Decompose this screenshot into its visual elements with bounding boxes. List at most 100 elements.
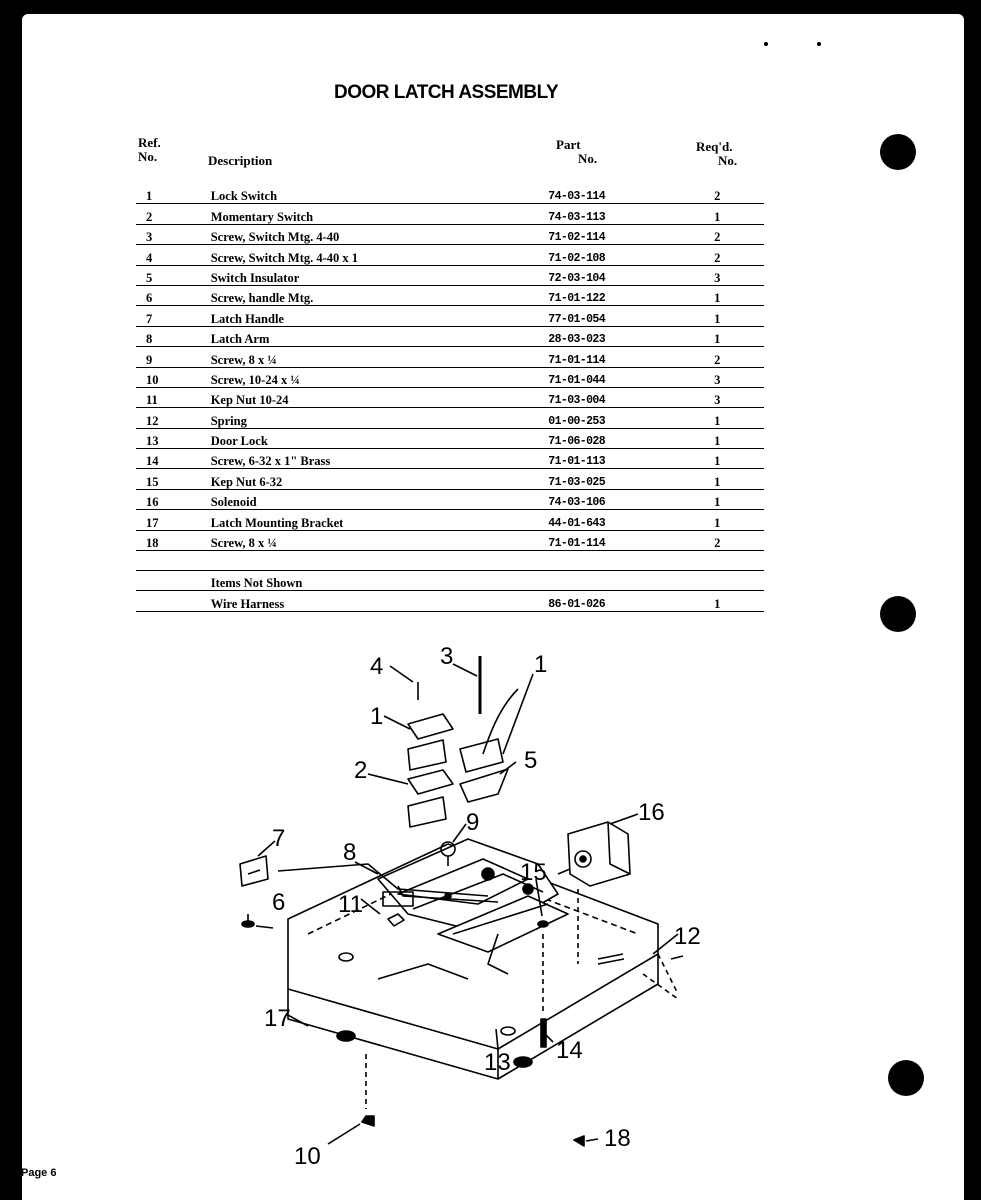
quantity-cell: 1 <box>678 489 764 511</box>
callout-1: 1 <box>370 703 383 730</box>
part-number-cell: 71-06-028 <box>518 428 679 450</box>
quantity-cell: 2 <box>678 346 764 368</box>
latch-arm <box>277 863 499 903</box>
description-cell: Screw, 10-24 x ¼ <box>210 367 519 388</box>
description-cell: Screw, Switch Mtg. 4-40 x 1 <box>210 244 519 266</box>
ref-cell: 3 <box>136 224 211 246</box>
callout-7: 7 <box>272 825 285 852</box>
ref-cell: 10 <box>136 367 211 388</box>
quantity-cell: 3 <box>678 367 764 388</box>
door-lock-mechanism <box>377 838 569 980</box>
speck <box>764 42 768 46</box>
part-number-cell: 72-03-104 <box>518 265 679 286</box>
ref-cell: 1 <box>136 184 211 205</box>
quantity-cell: 1 <box>678 448 764 470</box>
part-header-line1: Part <box>556 137 581 152</box>
latch-handle <box>239 855 269 887</box>
reqd-header: Req'd. No. <box>696 140 737 168</box>
ref-cell: 16 <box>136 489 211 511</box>
callout-3: 3 <box>440 643 453 670</box>
exploded-view-diagram: 4 3 1 1 2 5 9 16 7 8 15 11 6 12 17 13 14… <box>239 643 701 1170</box>
callout-15: 15 <box>520 859 547 886</box>
quantity-cell: 1 <box>678 590 764 612</box>
ref-cell: 5 <box>136 265 211 286</box>
page-title: DOOR LATCH ASSEMBLY <box>334 82 559 103</box>
quantity-cell: 2 <box>678 244 764 266</box>
quantity-cell: 1 <box>678 428 764 450</box>
ref-cell <box>136 550 211 572</box>
callout-10: 10 <box>294 1143 321 1170</box>
ref-cell: 6 <box>136 285 211 307</box>
description-cell: Latch Arm <box>210 326 519 348</box>
binder-hole <box>880 596 916 632</box>
items-not-shown-row: Items Not Shown <box>136 570 764 592</box>
solenoid <box>557 821 631 964</box>
callout-4: 4 <box>370 653 383 680</box>
ref-header-line1: Ref. <box>138 135 161 150</box>
description-cell: Screw, handle Mtg. <box>210 285 519 307</box>
part-number-cell: 71-02-108 <box>518 244 679 266</box>
reqd-header-line1: Req'd. <box>696 139 733 154</box>
quantity-cell <box>678 570 764 592</box>
ref-cell: 2 <box>136 203 211 225</box>
description-cell: Kep Nut 6-32 <box>210 468 519 490</box>
description-cell: Latch Mounting Bracket <box>210 509 519 531</box>
description-cell: Screw, 8 x ¼ <box>210 346 519 368</box>
part-number-cell: 74-03-114 <box>518 184 679 205</box>
callout-2: 2 <box>354 757 367 784</box>
part-number-cell: 44-01-643 <box>518 509 679 531</box>
ref-cell <box>136 570 211 592</box>
callout-11: 11 <box>338 891 363 918</box>
part-number-cell: 71-01-113 <box>518 448 679 470</box>
callout-14: 14 <box>556 1037 583 1064</box>
quantity-cell: 1 <box>678 407 764 429</box>
callout-18: 18 <box>604 1125 631 1152</box>
quantity-cell: 2 <box>678 530 764 552</box>
ref-cell: 18 <box>136 530 211 552</box>
part-number-cell: 71-01-044 <box>518 367 679 388</box>
description-cell <box>210 550 519 572</box>
part-number-cell <box>518 570 679 592</box>
binder-hole <box>888 1060 924 1096</box>
part-header-line2: No. <box>578 151 598 166</box>
part-number-cell: 71-01-114 <box>518 346 679 368</box>
quantity-cell: 1 <box>678 305 764 327</box>
ref-cell: 14 <box>136 448 211 470</box>
leader-lines <box>255 663 679 1145</box>
part-number-cell: 71-03-004 <box>518 387 679 409</box>
binder-hole <box>880 134 916 170</box>
callout-13: 13 <box>484 1049 511 1076</box>
ref-header-line2: No. <box>138 149 158 164</box>
parts-sheet: DOOR LATCH ASSEMBLY Ref. No. Description… <box>22 14 964 1200</box>
ref-cell: 9 <box>136 346 211 368</box>
speck <box>817 42 821 46</box>
description-cell: Solenoid <box>210 489 519 511</box>
part-number-cell: 71-01-114 <box>518 530 679 552</box>
page-number: Page 6 <box>21 1167 57 1179</box>
description-cell: Switch Insulator <box>210 265 519 286</box>
quantity-cell: 3 <box>678 265 764 286</box>
callout-6: 6 <box>272 889 285 916</box>
ref-header: Ref. No. <box>138 136 161 164</box>
ref-cell: 11 <box>136 387 211 409</box>
quantity-cell: 1 <box>678 468 764 490</box>
quantity-cell: 1 <box>678 509 764 531</box>
description-cell: Screw, Switch Mtg. 4-40 <box>210 224 519 246</box>
ref-cell: 13 <box>136 428 211 450</box>
description-cell: Lock Switch <box>210 184 519 205</box>
part-number-cell: 74-03-113 <box>518 203 679 225</box>
